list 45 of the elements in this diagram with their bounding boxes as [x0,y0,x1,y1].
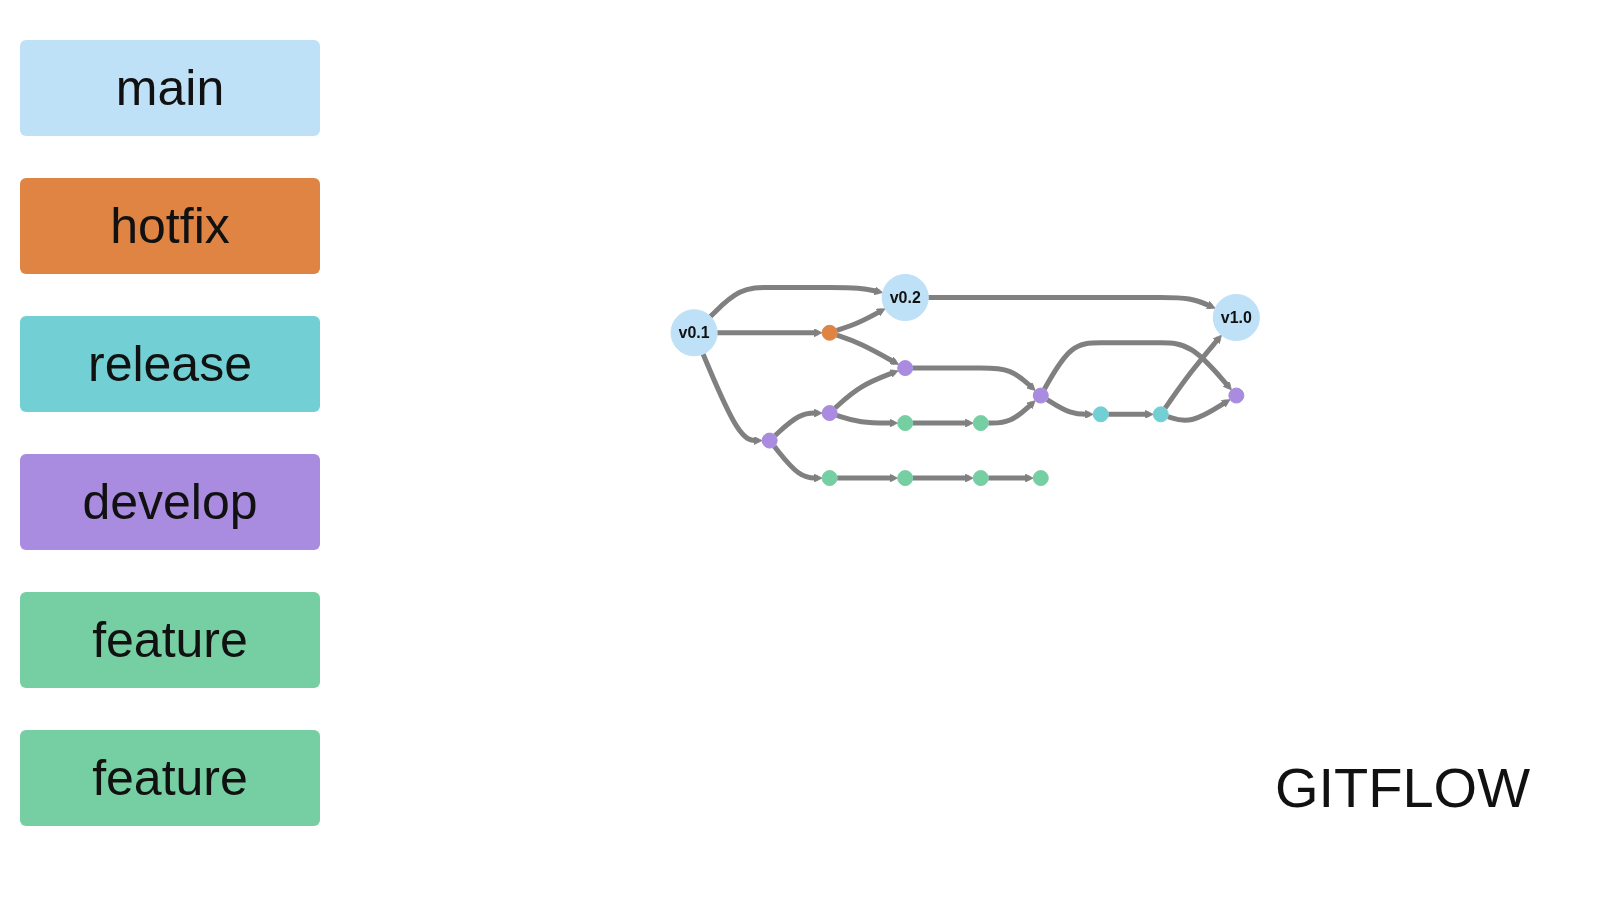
node-circle [821,405,838,422]
arrow [836,473,898,483]
node-circle: v0.2 [881,273,929,322]
node-circle [821,470,838,487]
legend-label: main [115,59,225,117]
node-circle [897,470,913,487]
arrow [912,473,974,483]
node-circle [972,415,989,432]
node-circle [897,360,913,377]
node-circle [897,415,913,432]
arrow [1108,409,1154,419]
node-circle [972,470,989,487]
arrow [772,444,823,483]
node-circle: v1.0 [1212,293,1260,342]
arrow [988,400,1036,426]
arrow [700,353,763,445]
node-circle [1152,406,1169,423]
arrow [1045,397,1094,419]
legend-label: feature [92,749,248,807]
arrow [912,365,1036,391]
arrow [835,413,898,428]
arrow [716,328,823,338]
arrow [773,408,823,438]
legend-label: hotfix [110,197,230,255]
arrow [988,473,1034,483]
node-circle [1092,406,1109,423]
arrow [835,332,899,365]
arrow [708,285,883,319]
arrow [833,369,899,410]
node-circle [821,324,838,341]
node-circle: v0.1 [670,309,718,357]
legend-label: develop [82,473,258,531]
diagram-label: GITFLOW [1274,755,1530,820]
legend-label: feature [92,611,248,669]
node-circle [1032,470,1049,487]
node-circle [1228,387,1245,404]
arrow [912,418,974,428]
arrow [1162,334,1222,410]
arrow [928,295,1216,310]
node-circle [1032,387,1049,404]
arrow [835,308,886,333]
arrow [1166,399,1231,423]
arrow [1042,340,1232,391]
legend-label: release [88,335,252,393]
node-circle [761,432,778,449]
